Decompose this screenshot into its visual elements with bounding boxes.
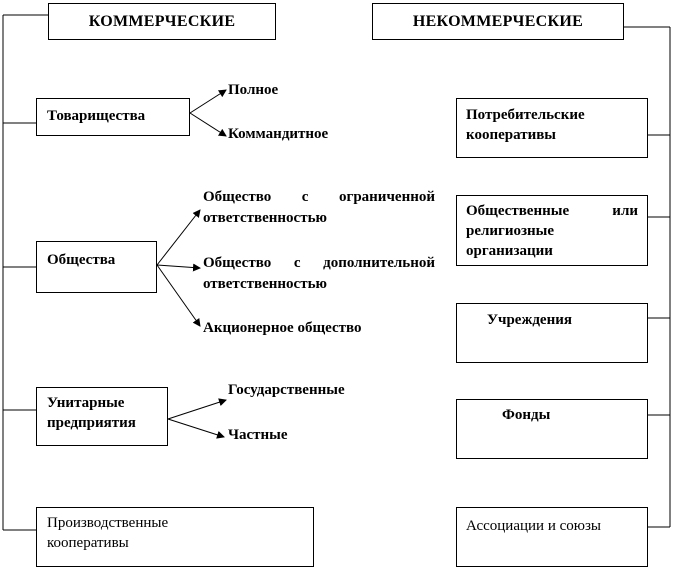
public-religious-orgs-box: Общественные или религиозные организации: [456, 195, 648, 266]
noncommercial-header-text: НЕКОММЕРЧЕСКИЕ: [412, 13, 584, 30]
arrow-limited-partnership: [189, 112, 227, 137]
unitary-enterprises-box: Унитарные предприятия: [36, 387, 168, 446]
state-unitary-label: Государственные: [228, 382, 345, 398]
private-unitary-label: Частные: [228, 427, 288, 443]
arrow-alc: [156, 263, 201, 272]
arrow-llc: [156, 209, 201, 266]
institutions-label: Учреждения: [487, 312, 572, 328]
institutions-box: Учреждения: [456, 303, 648, 363]
llc-label: Общество с ограниченной ответственностью: [203, 189, 435, 226]
jsc-label: Акционерное общество: [203, 320, 362, 336]
public-religious-orgs-label: Общественные или религиозные организации: [466, 203, 638, 259]
arrow-jsc: [156, 264, 201, 327]
arrow-state-unitary: [167, 398, 227, 420]
partnerships-label: Товарищества: [47, 108, 146, 124]
full-partnership-label: Полное: [228, 82, 279, 98]
associations-unions-label: Ассоциации и союзы: [466, 518, 601, 534]
commercial-header: КОММЕРЧЕСКИЕ: [48, 3, 276, 40]
arrow-full-partnership: [189, 89, 227, 114]
consumer-coops-box: Потребительские кооперативы: [456, 98, 648, 158]
alc-label: Общество с дополнительной ответственност…: [203, 255, 435, 292]
consumer-coops-label: Потребительские кооперативы: [466, 107, 585, 143]
production-coops-label: Производственные кооперативы: [47, 515, 169, 551]
associations-unions-box: Ассоциации и союзы: [456, 507, 648, 567]
funds-box: Фонды: [456, 399, 648, 459]
partnerships-box: Товарищества: [36, 98, 190, 136]
commercial-header-text: КОММЕРЧЕСКИЕ: [88, 13, 236, 30]
companies-label: Общества: [47, 252, 116, 268]
noncommercial-header: НЕКОММЕРЧЕСКИЕ: [372, 3, 624, 40]
arrow-private-unitary: [167, 418, 225, 439]
production-coops-box: Производственные кооперативы: [36, 507, 314, 567]
companies-box: Общества: [36, 241, 157, 293]
unitary-enterprises-label: Унитарные предприятия: [47, 395, 136, 431]
limited-partnership-label: Коммандитное: [228, 126, 329, 142]
funds-label: Фонды: [502, 407, 551, 423]
